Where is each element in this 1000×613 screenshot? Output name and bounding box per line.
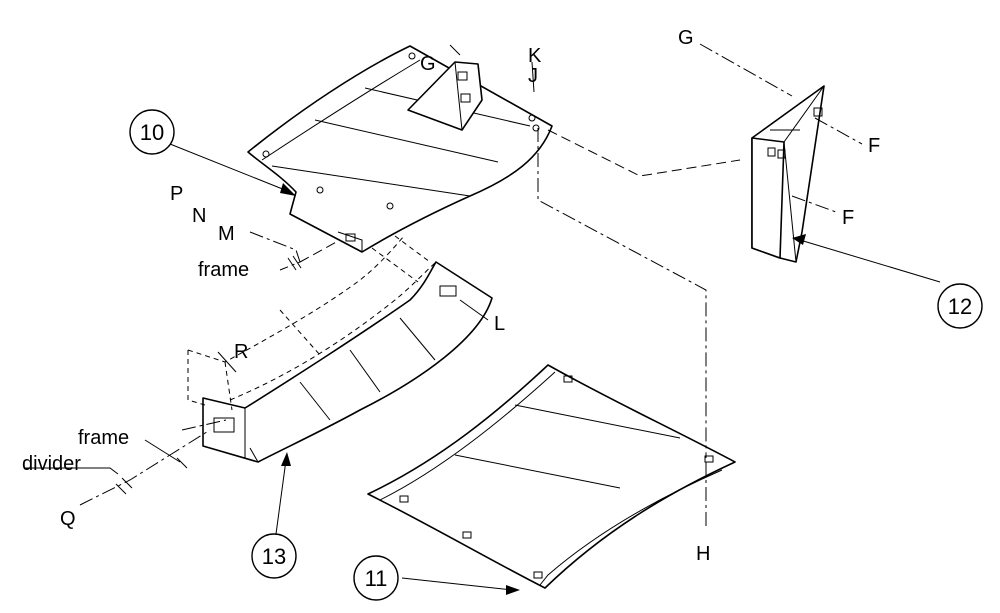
label-g-right: G (678, 27, 694, 49)
label-frame-upper: frame (198, 259, 249, 281)
part-number-12: 12 (948, 294, 972, 319)
label-f-upper: F (868, 135, 880, 157)
label-p: P (170, 183, 183, 205)
callout-labels: G K J G F F P N M frame L R frame divide… (22, 27, 880, 565)
label-m: M (218, 223, 235, 245)
leader-arrows (159, 139, 941, 595)
label-divider: divider (22, 453, 81, 475)
label-f-lower: F (842, 207, 854, 229)
part-balloon-10: 10 (129, 109, 175, 155)
label-k: K (528, 45, 542, 67)
part-13-hidden-outline (187, 235, 437, 411)
part-number-13: 13 (262, 544, 286, 569)
part-balloon-13: 13 (251, 533, 297, 579)
label-l: L (494, 313, 505, 335)
part-11-plate (367, 364, 736, 589)
part-10-plate (247, 45, 553, 253)
part-12-bracket (751, 85, 825, 263)
part-balloon-12: 12 (937, 283, 983, 329)
label-n: N (192, 205, 206, 227)
assembly-lines (24, 43, 863, 530)
label-h: H (696, 543, 710, 565)
part-balloon-11: 11 (353, 555, 399, 601)
part-number-11: 11 (365, 566, 388, 591)
part-number-10: 10 (140, 120, 164, 145)
label-q: Q (60, 508, 76, 530)
label-g-top: G (420, 53, 436, 75)
label-frame-lower: frame (78, 427, 129, 449)
label-r: R (234, 341, 248, 363)
part-13-channel (202, 261, 493, 463)
label-j: J (528, 65, 538, 87)
